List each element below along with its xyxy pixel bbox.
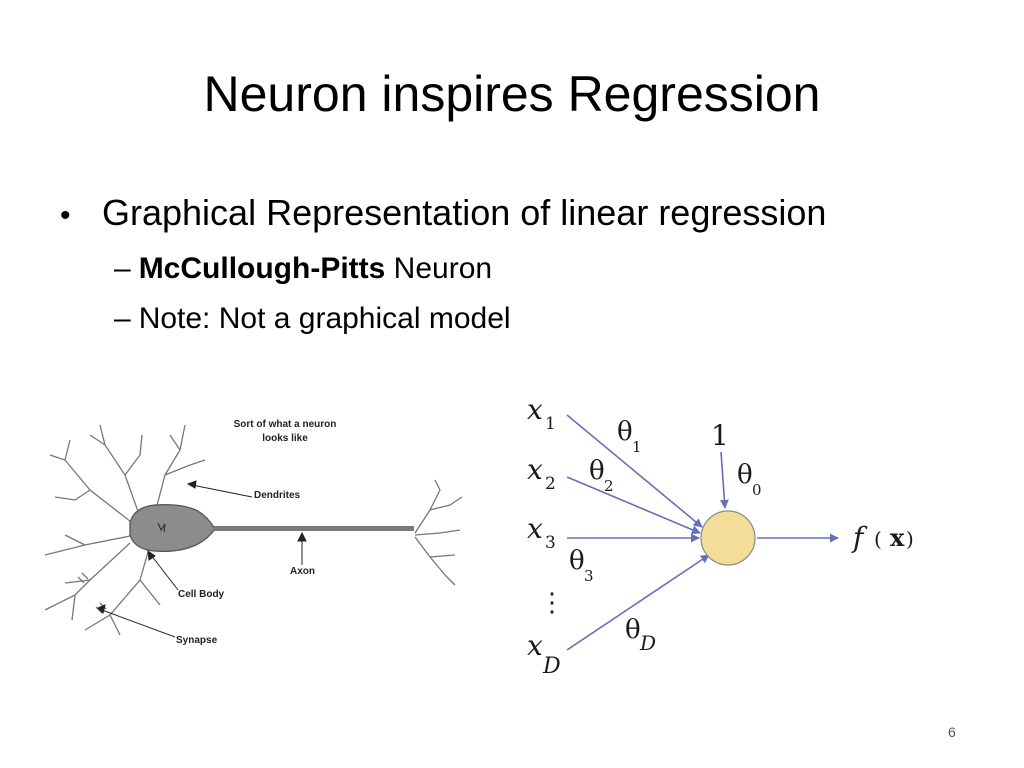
theta-0-sub: 0: [752, 481, 762, 499]
bullet-text: Graphical Representation of linear regre…: [102, 192, 827, 233]
input-xD-var: x: [527, 629, 543, 662]
dendrites-drawing: [44, 424, 463, 636]
theta-3-sub: 3: [584, 567, 594, 585]
output-x: x: [890, 523, 905, 552]
nucleus-mark: [157, 522, 166, 533]
neuron-node: [700, 510, 756, 566]
theta-2-sub: 2: [604, 477, 614, 495]
output-close-paren: ): [906, 527, 914, 551]
input-x2-var: x: [527, 453, 543, 486]
sub-bullet-item: – McCullough-Pitts Neuron: [114, 249, 980, 289]
sub-bullet-bold: McCullough-Pitts: [138, 252, 386, 285]
regression-neuron-diagram: x 1 x 2 x 3 ⋮ x D θ 1 θ 2 θ 3 θ D 1 θ 0 …: [527, 393, 914, 679]
sub-bullet-text: Note: Not a graphical model: [138, 302, 511, 335]
slide-title: Neuron inspires Regression: [203, 66, 821, 122]
theta-1-sub: 1: [632, 438, 642, 456]
dash-icon: –: [114, 252, 131, 285]
input-x3-var: x: [527, 512, 543, 545]
theta-1: θ: [617, 417, 633, 447]
theta-0: θ: [737, 460, 753, 490]
axon-shape: [214, 526, 414, 531]
edge-xD: [566, 554, 710, 651]
input-xD-sub: D: [542, 654, 561, 679]
edge-x2: [566, 476, 701, 535]
axon-label: Axon: [290, 566, 315, 577]
synapse-label: Synapse: [176, 635, 218, 646]
input-x3-sub: 3: [545, 533, 556, 553]
sketch-caption-line2: looks like: [262, 433, 308, 444]
neuron-sketch: Sort of what a neuron looks like Dendrit…: [44, 419, 463, 646]
sketch-caption-line1: Sort of what a neuron: [234, 419, 337, 430]
dendrites-label: Dendrites: [254, 490, 301, 501]
cell-body-label: Cell Body: [178, 589, 225, 600]
pointer-arrows: [97, 480, 307, 638]
edge-x1: [566, 414, 703, 528]
theta-3: θ: [569, 546, 585, 576]
ellipsis-icon: ⋮: [539, 588, 565, 618]
theta-2: θ: [589, 456, 605, 486]
bullet-list: • Graphical Representation of linear reg…: [60, 190, 980, 339]
theta-D: θ: [625, 615, 641, 645]
input-x2-sub: 2: [545, 474, 556, 494]
output-f: f: [851, 521, 868, 554]
output-open-paren: (: [874, 527, 882, 551]
theta-D-sub: D: [639, 631, 656, 655]
weight-labels: θ 1 θ 2 θ 3 θ D 1 θ 0: [569, 417, 762, 655]
input-edges: [566, 414, 839, 651]
input-labels: x 1 x 2 x 3 ⋮ x D: [527, 393, 565, 679]
bullet-item: • Graphical Representation of linear reg…: [60, 190, 980, 239]
sub-bullet-rest: Neuron: [385, 252, 493, 285]
page-number: 6: [948, 724, 956, 740]
cell-body-shape: [129, 503, 216, 553]
bullet-dot-icon: •: [60, 199, 71, 232]
input-x1-sub: 1: [545, 414, 556, 434]
sub-bullet-text: McCullough-Pitts Neuron: [139, 249, 492, 289]
dash-icon: –: [114, 302, 131, 335]
output-label: f ( x ): [851, 521, 914, 554]
bias-input: 1: [711, 419, 729, 452]
edge-bias: [719, 451, 729, 509]
sub-bullet-item: – Note: Not a graphical model: [114, 299, 980, 339]
input-x1-var: x: [527, 393, 543, 426]
